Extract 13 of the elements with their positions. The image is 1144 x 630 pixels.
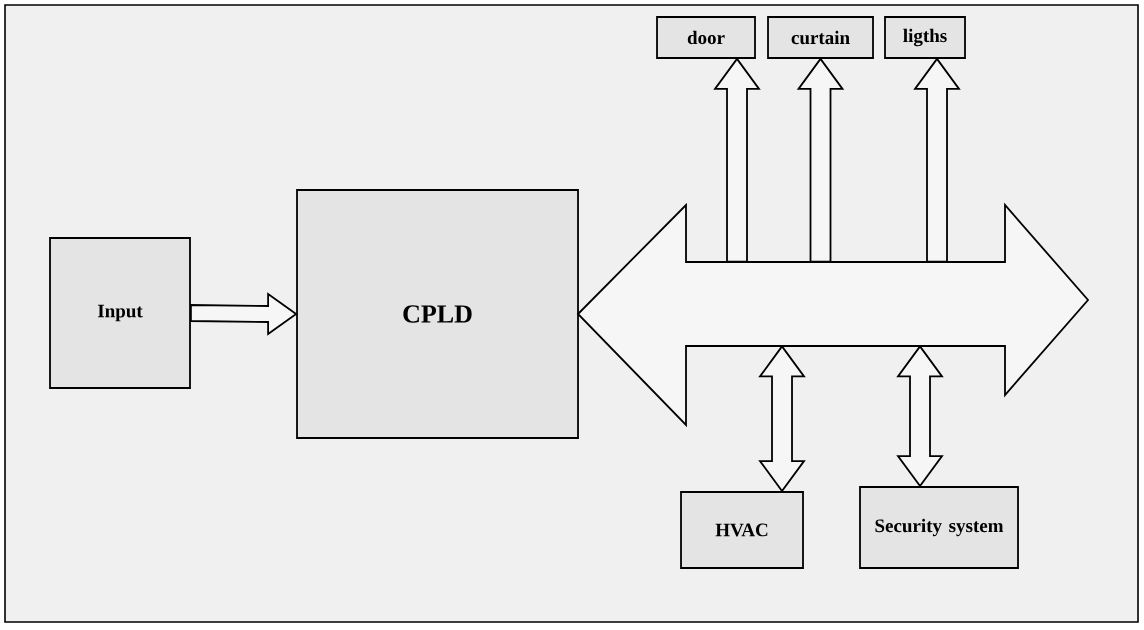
process-box: door	[656, 16, 756, 59]
process-box: HVAC	[680, 491, 804, 569]
process-box: ligths	[884, 16, 966, 59]
process-box: Security system	[859, 486, 1019, 569]
block-arrow	[913, 57, 961, 263]
block-arrow	[758, 344, 806, 493]
block-arrow	[896, 344, 944, 488]
block-arrow	[713, 57, 761, 263]
block-arrow	[190, 292, 298, 336]
process-box: Input	[49, 237, 191, 389]
block-arrow	[796, 57, 845, 263]
process-box: curtain	[767, 16, 874, 59]
process-box: CPLD	[296, 189, 579, 439]
